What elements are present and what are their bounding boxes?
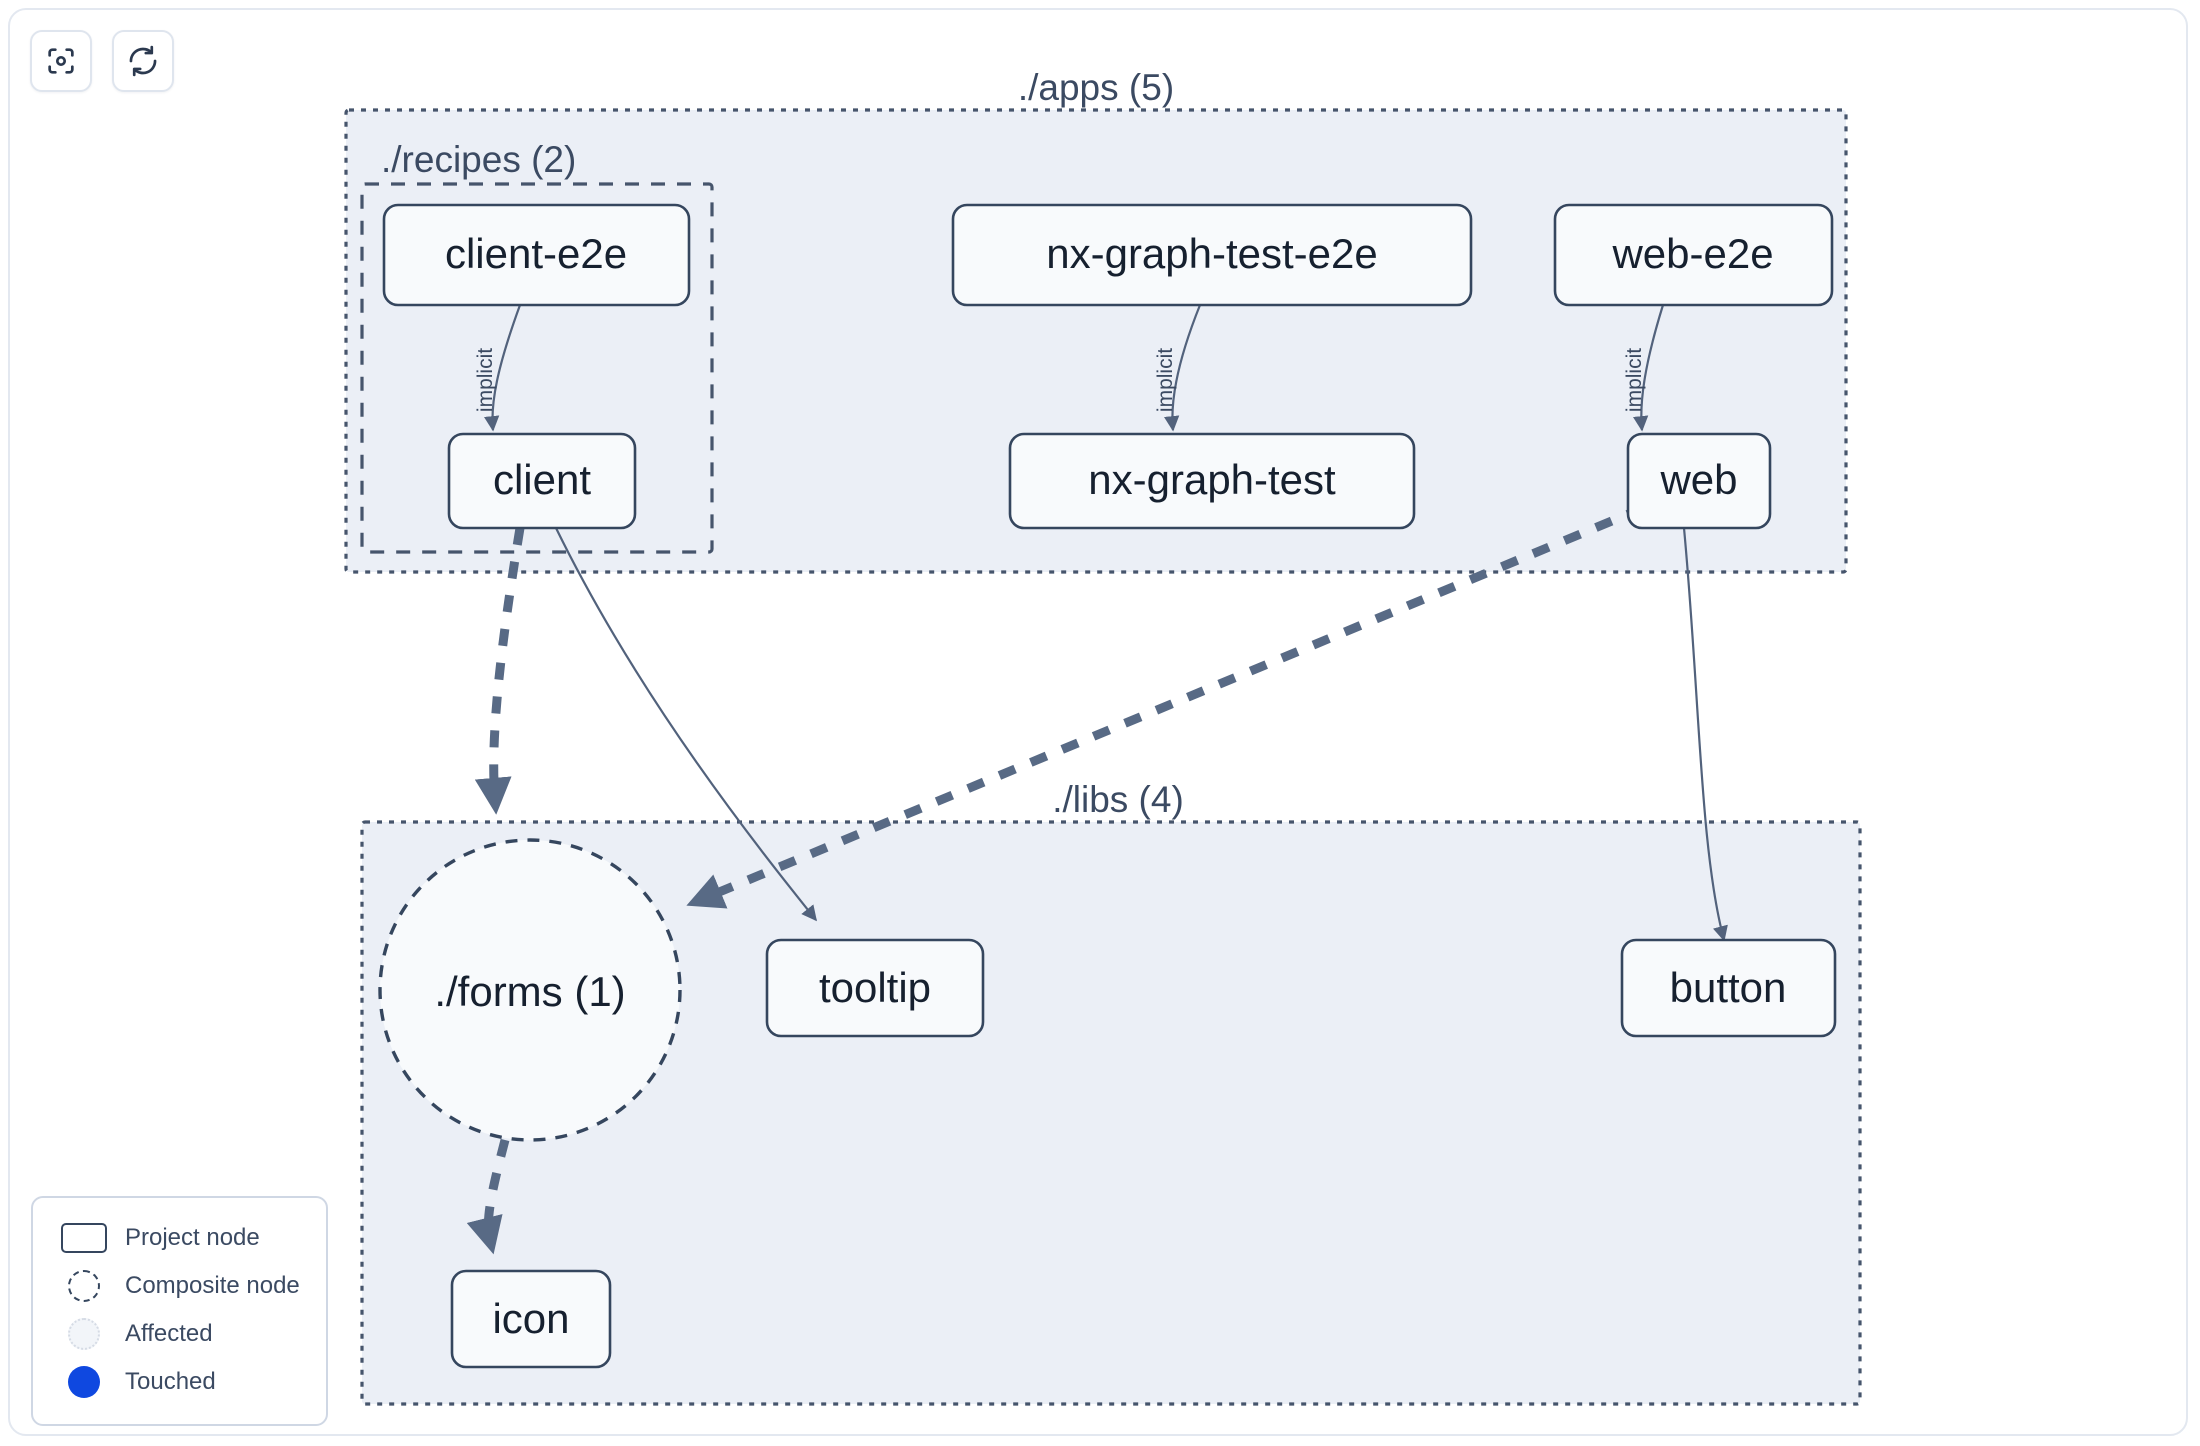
group-recipes-label: ./recipes (2) xyxy=(381,139,576,180)
node-forms[interactable]: ./forms (1) xyxy=(378,838,682,1142)
edge-web-to-forms[interactable] xyxy=(686,503,1645,909)
node-client[interactable]: client xyxy=(447,432,637,530)
node-web-e2e-label: web-e2e xyxy=(1611,230,1773,277)
graph-legend: Project node Composite node Affected Tou… xyxy=(31,1196,328,1426)
edge-client-e2e-to-client[interactable]: implicit xyxy=(474,304,522,432)
node-web[interactable]: web xyxy=(1626,432,1772,530)
edge-forms-to-icon[interactable] xyxy=(466,1138,510,1255)
legend-label-affected: Affected xyxy=(125,1320,213,1347)
focus-graph-button[interactable] xyxy=(30,30,92,92)
node-button[interactable]: button xyxy=(1620,938,1837,1038)
edge-label-implicit-client: implicit xyxy=(474,348,497,412)
legend-label-composite-node: Composite node xyxy=(125,1272,300,1299)
project-node-swatch xyxy=(55,1223,113,1253)
node-nx-graph-test-label: nx-graph-test xyxy=(1088,456,1336,503)
edge-label-implicit-nxgt: implicit xyxy=(1154,348,1177,412)
legend-label-project-node: Project node xyxy=(125,1224,260,1251)
refresh-graph-button[interactable] xyxy=(112,30,174,92)
group-apps-label: ./apps (5) xyxy=(1018,67,1174,108)
node-tooltip[interactable]: tooltip xyxy=(765,938,985,1038)
node-client-e2e[interactable]: client-e2e xyxy=(382,203,691,307)
legend-item-composite-node: Composite node xyxy=(55,1262,308,1310)
edge-client-to-forms[interactable] xyxy=(474,527,525,815)
graph-edges: implicit implicit implicit xyxy=(466,304,1728,1255)
refresh-icon xyxy=(126,44,160,78)
touched-swatch xyxy=(55,1366,113,1398)
node-web-label: web xyxy=(1659,456,1737,503)
legend-item-touched: Touched xyxy=(55,1358,308,1406)
node-forms-label: ./forms (1) xyxy=(434,968,625,1015)
group-libs[interactable]: ./libs (4) xyxy=(360,779,1862,1406)
graph-toolbar xyxy=(30,30,174,92)
group-libs-label: ./libs (4) xyxy=(1052,779,1184,820)
node-button-label: button xyxy=(1670,964,1787,1011)
group-libs-rect[interactable] xyxy=(360,820,1862,1406)
node-tooltip-label: tooltip xyxy=(819,964,931,1011)
edge-nxgt-e2e-to-nxgt[interactable]: implicit xyxy=(1154,304,1202,432)
node-icon-label: icon xyxy=(492,1295,569,1342)
edge-web-to-button[interactable] xyxy=(1682,527,1728,942)
legend-item-project-node: Project node xyxy=(55,1214,308,1262)
node-client-label: client xyxy=(493,456,591,503)
node-client-e2e-label: client-e2e xyxy=(445,230,627,277)
node-icon[interactable]: icon xyxy=(450,1269,612,1369)
edge-web-e2e-to-web[interactable]: implicit xyxy=(1623,304,1665,432)
node-nx-graph-test-e2e[interactable]: nx-graph-test-e2e xyxy=(951,203,1473,307)
legend-item-affected: Affected xyxy=(55,1310,308,1358)
focus-scan-icon xyxy=(44,44,78,78)
edge-client-to-tooltip[interactable] xyxy=(555,527,817,922)
composite-node-swatch xyxy=(55,1270,113,1302)
edge-label-implicit-web: implicit xyxy=(1623,348,1646,412)
node-nx-graph-test[interactable]: nx-graph-test xyxy=(1008,432,1416,530)
node-nx-graph-test-e2e-label: nx-graph-test-e2e xyxy=(1046,230,1378,277)
legend-label-touched: Touched xyxy=(125,1368,216,1395)
node-web-e2e[interactable]: web-e2e xyxy=(1553,203,1834,307)
graph-nodes: client-e2e nx-graph-test-e2e web-e2e cli… xyxy=(378,203,1837,1369)
affected-swatch xyxy=(55,1318,113,1350)
